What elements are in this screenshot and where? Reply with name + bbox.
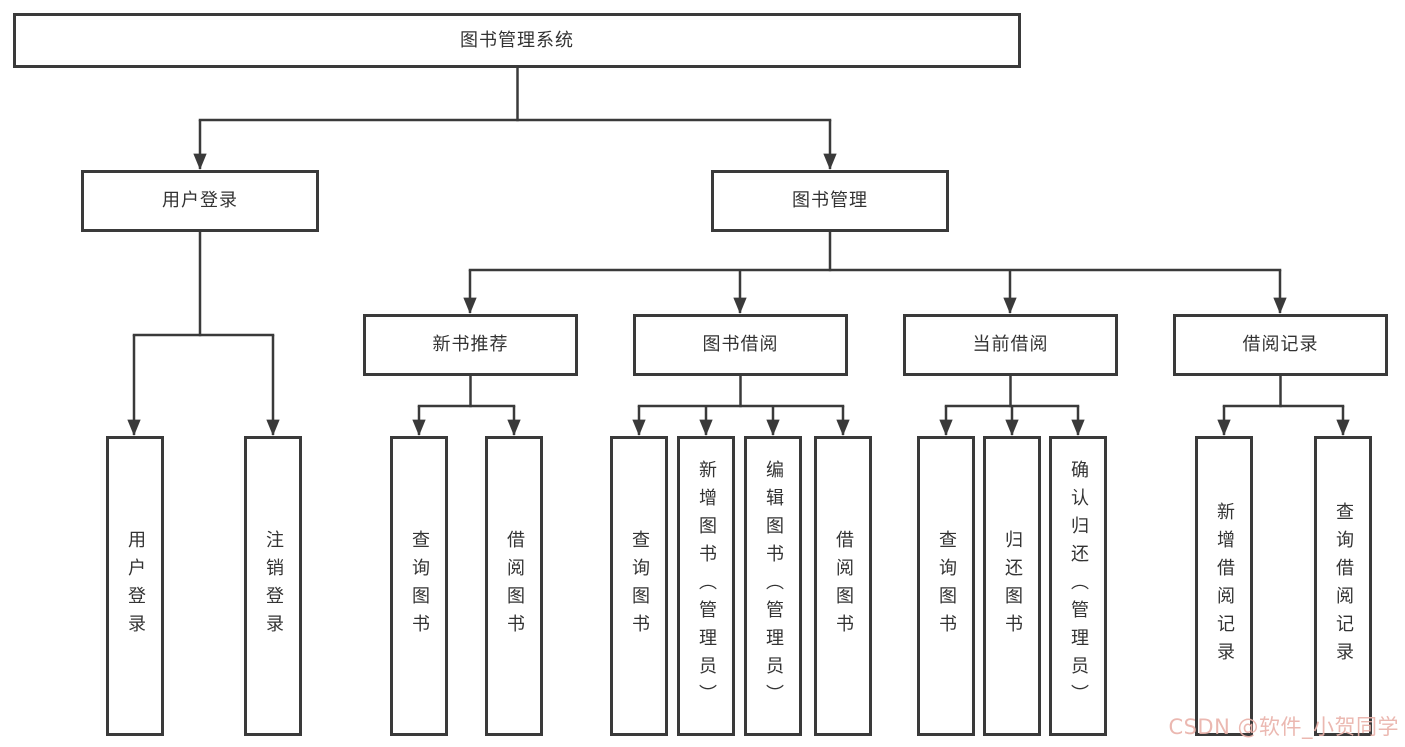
leaf-borrow-books-recommend: 借阅图书 <box>485 436 543 736</box>
node-label: 借阅记录 <box>1242 334 1319 355</box>
watermark: CSDN @软件_小贺同学 <box>1168 715 1399 739</box>
node-book-management: 图书管理 <box>711 170 949 232</box>
node-label: 新增图书（管理员） <box>696 460 717 712</box>
node-label: 注销登录 <box>263 530 284 642</box>
connector-current-borrow <box>939 376 1085 436</box>
leaf-user-login: 用户登录 <box>106 436 164 736</box>
node-label: 查询图书 <box>936 530 957 642</box>
leaf-query-books-borrow: 查询图书 <box>610 436 668 736</box>
connector-book-management <box>463 232 1287 314</box>
node-label: 用户登录 <box>125 530 146 642</box>
leaf-add-borrow-record: 新增借阅记录 <box>1195 436 1253 736</box>
node-label: 查询图书 <box>409 530 430 642</box>
node-label: 图书管理 <box>792 190 868 211</box>
node-book-borrow: 图书借阅 <box>633 314 848 376</box>
node-borrow-records: 借阅记录 <box>1173 314 1388 376</box>
node-label: 归还图书 <box>1002 530 1023 642</box>
node-label: 编辑图书（管理员） <box>763 460 784 712</box>
connector-borrow-records <box>1217 376 1350 436</box>
connector-new-book-recommend <box>412 376 521 436</box>
leaf-return-books: 归还图书 <box>983 436 1041 736</box>
node-label: 当前借阅 <box>972 334 1049 355</box>
node-label: 确认归还（管理员） <box>1068 460 1089 712</box>
leaf-borrow-books: 借阅图书 <box>814 436 872 736</box>
leaf-confirm-return-admin: 确认归还（管理员） <box>1049 436 1107 736</box>
leaf-add-books-admin: 新增图书（管理员） <box>677 436 735 736</box>
connector-book-borrow <box>632 376 850 436</box>
node-user-login: 用户登录 <box>81 170 319 232</box>
node-label: 用户登录 <box>162 190 238 211</box>
connector-root <box>193 68 837 170</box>
node-new-book-recommend: 新书推荐 <box>363 314 578 376</box>
leaf-query-books-recommend: 查询图书 <box>390 436 448 736</box>
leaf-logout-login: 注销登录 <box>244 436 302 736</box>
node-root: 图书管理系统 <box>13 13 1021 68</box>
node-current-borrow: 当前借阅 <box>903 314 1118 376</box>
node-label: 借阅图书 <box>504 530 525 642</box>
node-label: 新增借阅记录 <box>1214 502 1235 670</box>
node-label: 图书借阅 <box>702 334 779 355</box>
leaf-query-books-current: 查询图书 <box>917 436 975 736</box>
node-label: 查询图书 <box>629 530 650 642</box>
node-label: 查询借阅记录 <box>1333 502 1354 670</box>
leaf-query-borrow-record: 查询借阅记录 <box>1314 436 1372 736</box>
node-label: 图书管理系统 <box>460 29 574 51</box>
leaf-edit-books-admin: 编辑图书（管理员） <box>744 436 802 736</box>
node-label: 借阅图书 <box>833 530 854 642</box>
connector-user-login <box>127 232 280 436</box>
node-label: 新书推荐 <box>432 334 509 355</box>
